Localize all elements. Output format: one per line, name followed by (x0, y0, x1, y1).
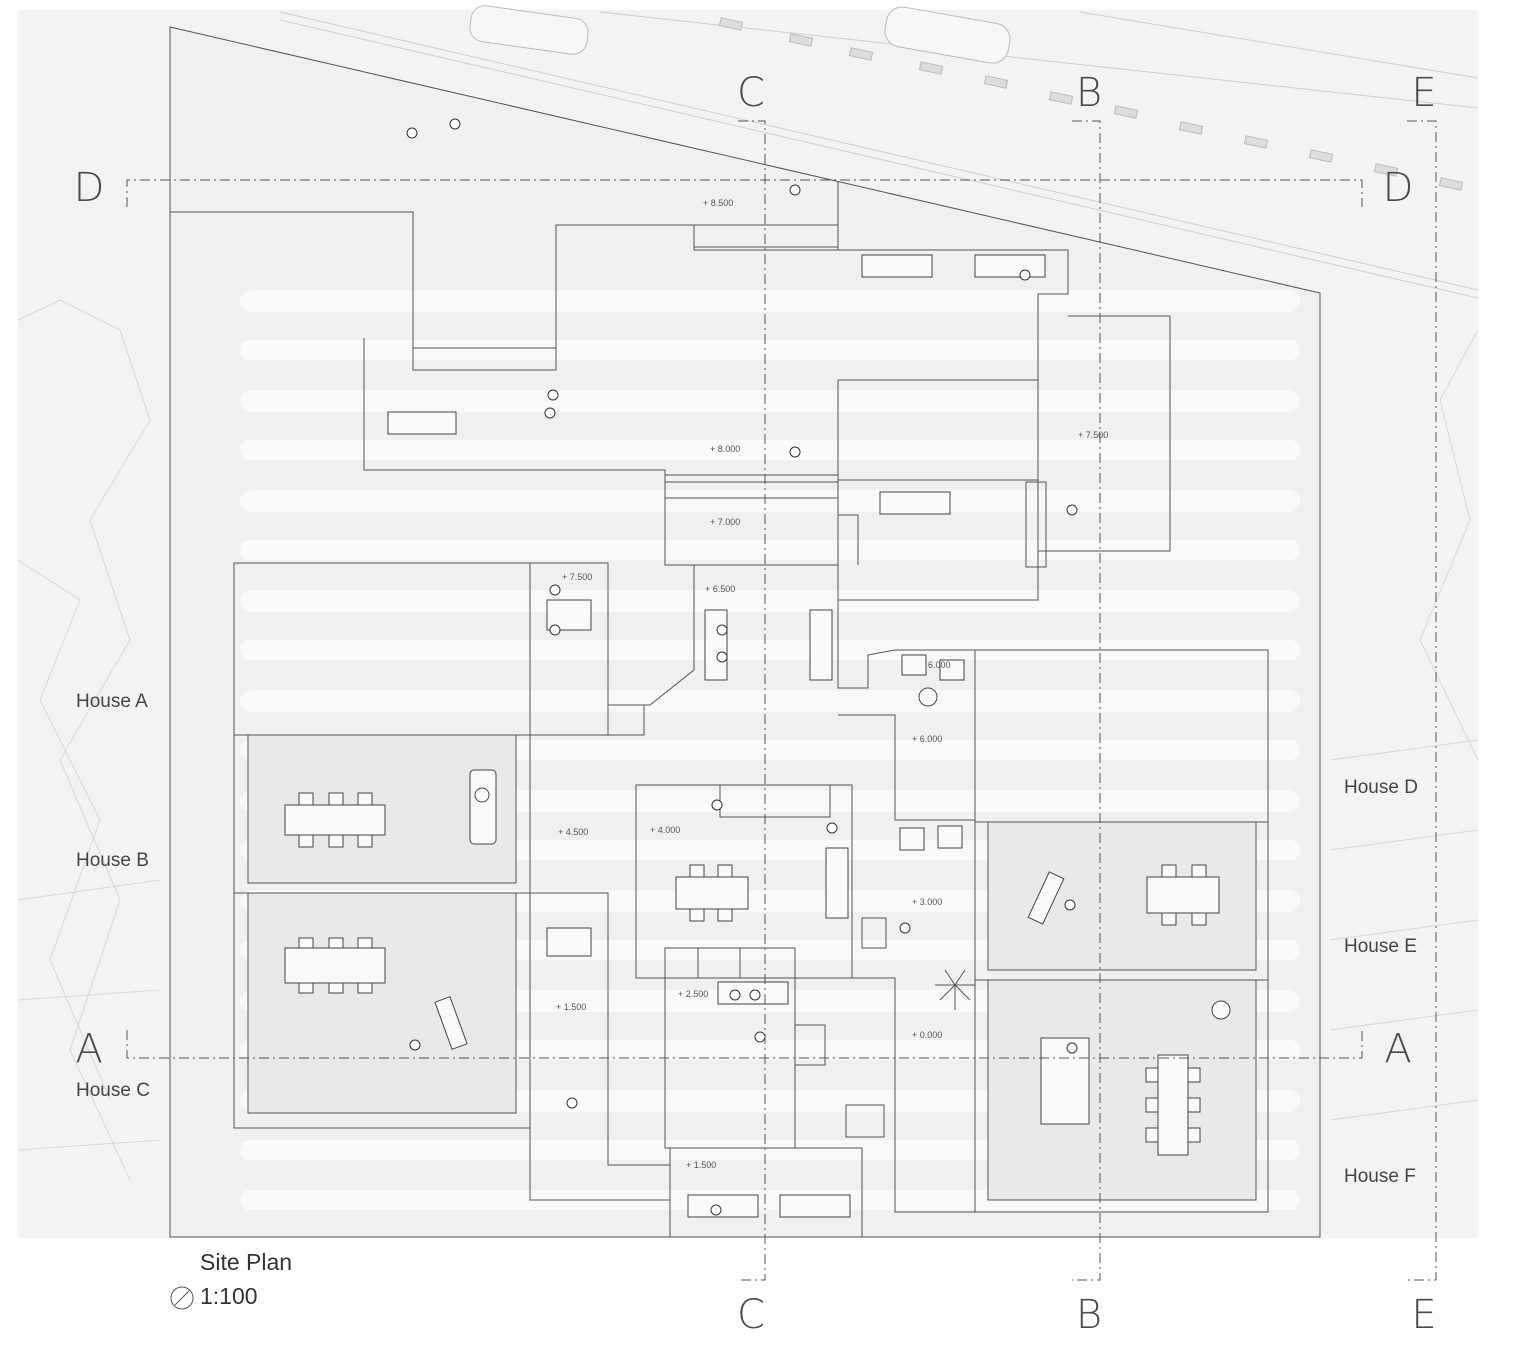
section-lines (126, 120, 1437, 1281)
section-marker-top-e: E (1411, 70, 1436, 116)
elevation-markers: + 8.500 + 8.000 + 7.500 + 7.000 + 7.500 … (556, 198, 1108, 1170)
elevation-label: + 1.500 (556, 1002, 586, 1012)
north-arrow-icon (170, 1286, 194, 1310)
house-label-e: House E (1344, 936, 1417, 957)
stair (861, 917, 887, 949)
house-label-f: House F (1344, 1166, 1416, 1187)
terrain-contours (17, 299, 1479, 1181)
car-icon (469, 5, 1011, 64)
house-label-b: House B (76, 850, 149, 871)
plant-icon (935, 969, 975, 1010)
dining-tables (284, 599, 1220, 1156)
top-plaza-outline (170, 181, 839, 349)
elevation-label: + 7.500 (1078, 430, 1108, 440)
elevation-label: + 6.000 (912, 734, 942, 744)
drawing-title: Site Plan (200, 1249, 292, 1275)
steps (664, 481, 839, 499)
house-c-courtyard (247, 892, 517, 1114)
round-tables (474, 687, 1231, 1020)
elevation-label: + 8.000 (710, 444, 740, 454)
drawing-scale: 1:100 (200, 1283, 258, 1309)
section-marker-bottom-c: C (737, 1292, 765, 1338)
ramp-outline (838, 514, 859, 565)
steps (412, 347, 557, 371)
stair (794, 1024, 826, 1066)
north-arrow-pointer (174, 1290, 190, 1306)
section-marker-right-d: D (1383, 165, 1414, 211)
section-marker-bottom-b: B (1076, 1292, 1102, 1338)
house-f-outline (974, 979, 1269, 1213)
steps (1025, 481, 1047, 568)
chairs (298, 654, 1207, 1143)
sun-loungers (434, 871, 1065, 1050)
section-marker-top-b: B (1076, 70, 1102, 116)
road (279, 11, 1479, 299)
elevation-label: + 8.500 (703, 198, 733, 208)
elevation-label: 6.000 (928, 660, 951, 670)
house-label-c: House C (76, 1080, 150, 1101)
section-marker-right-a: A (1384, 1026, 1411, 1072)
benches (387, 254, 1046, 1218)
section-marker-left-a: A (75, 1026, 102, 1072)
road-dashes (718, 17, 1464, 191)
bottom-plaza-outline (669, 1147, 863, 1237)
elevation-label: + 2.500 (678, 989, 708, 999)
stair (697, 947, 741, 979)
stair (845, 1104, 885, 1138)
steps (693, 224, 839, 248)
elevation-label: + 4.000 (650, 825, 680, 835)
elevation-label: + 1.500 (686, 1160, 716, 1170)
house-label-a: House A (76, 691, 148, 712)
house-label-d: House D (1344, 777, 1418, 798)
house-f-courtyard (987, 979, 1257, 1201)
elevation-label: + 6.500 (705, 584, 735, 594)
elevation-label: + 7.500 (562, 572, 592, 582)
section-marker-top-c: C (737, 70, 765, 116)
person-icons (406, 118, 1078, 1216)
section-marker-left-d: D (74, 165, 105, 211)
mid-terrace-outline (664, 475, 1039, 601)
section-marker-bottom-e: E (1411, 1292, 1436, 1338)
elevation-label: + 7.000 (710, 517, 740, 527)
upper-terrace-outline (363, 249, 1069, 476)
elevation-label: + 0.000 (912, 1030, 942, 1040)
elevation-label: + 4.500 (558, 827, 588, 837)
elevation-label: + 3.000 (912, 897, 942, 907)
